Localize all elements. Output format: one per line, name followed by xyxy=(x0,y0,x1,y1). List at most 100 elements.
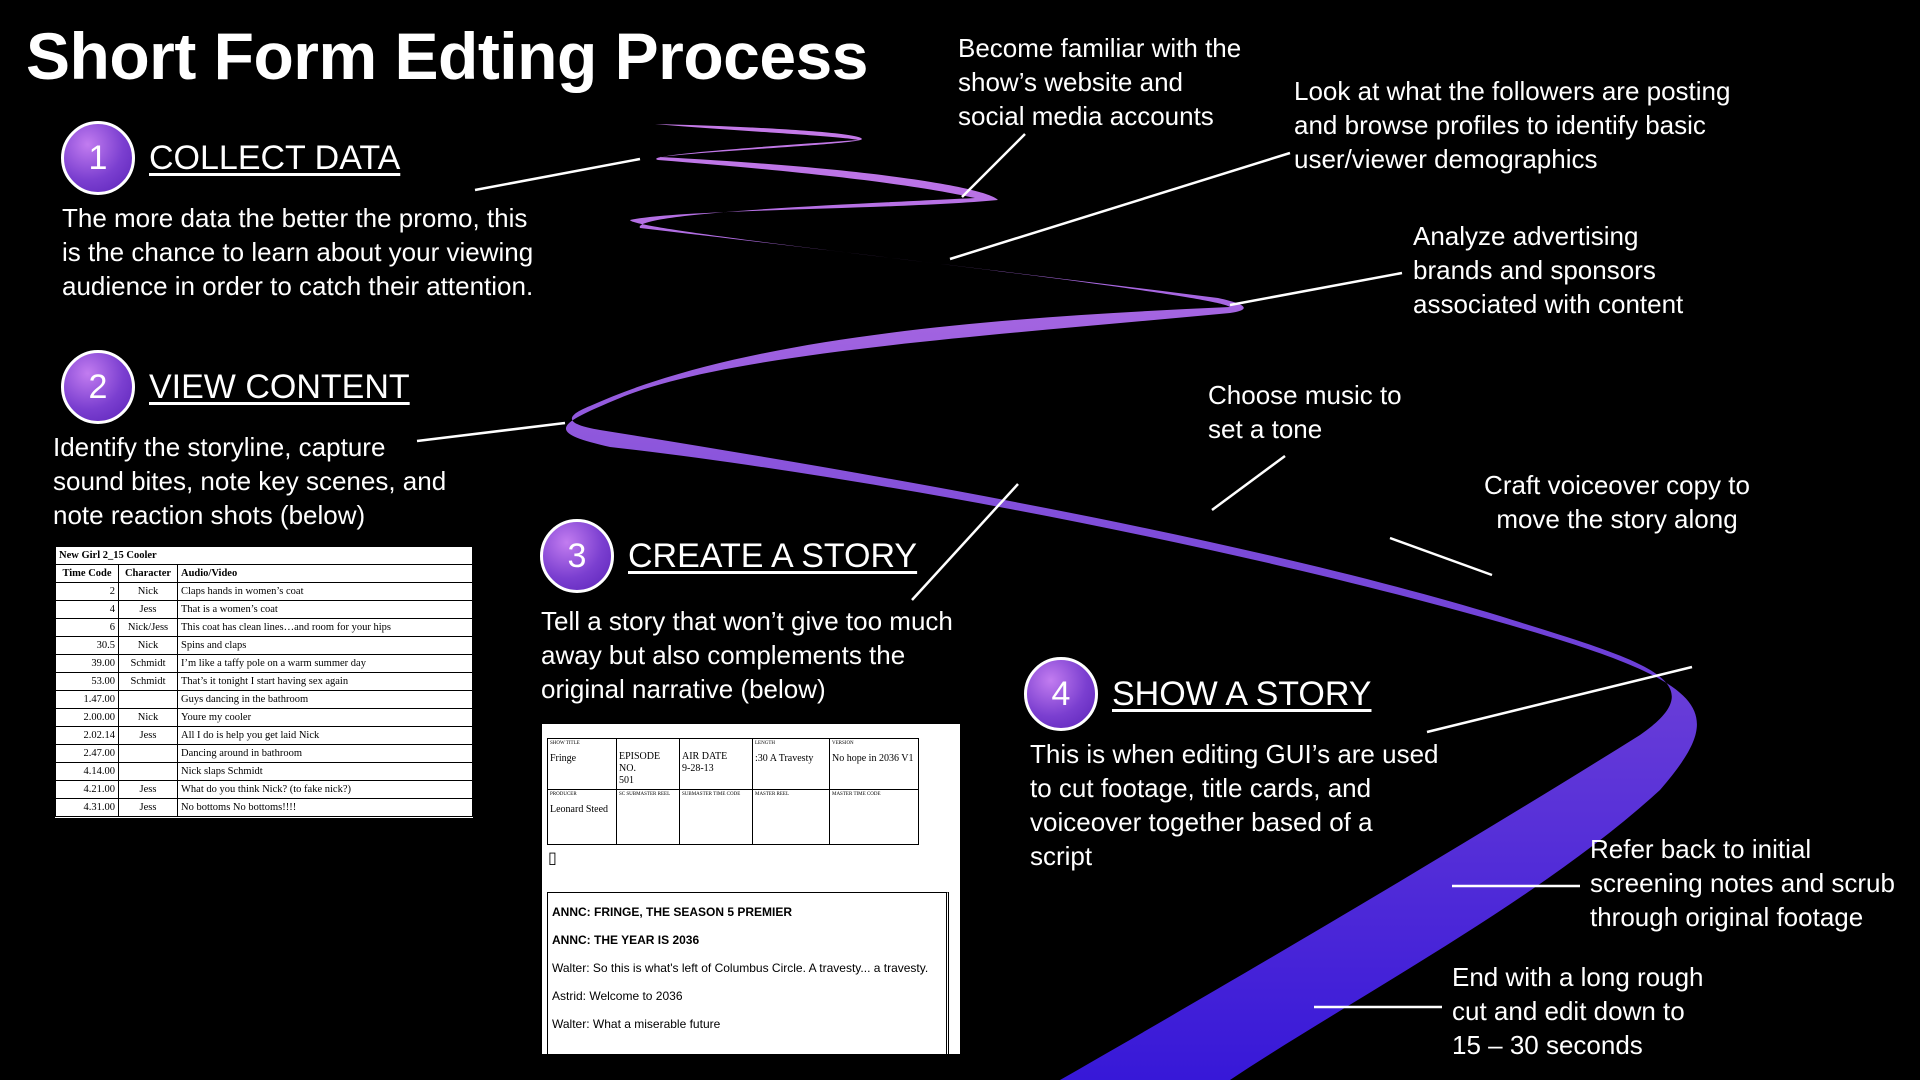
field-label: MASTER TIME CODE xyxy=(832,792,881,797)
connector-music xyxy=(1211,454,1286,512)
character-cell: Nick xyxy=(118,636,178,655)
show-title: Fringe xyxy=(550,753,577,764)
field-label: AIR DATE xyxy=(682,751,728,762)
character-cell: Jess xyxy=(118,780,178,799)
character-cell: Jess xyxy=(118,600,178,619)
character-cell: Schmidt xyxy=(118,672,178,691)
air-date: 9-28-13 xyxy=(682,763,714,774)
step-create-story: 3 CREATE A STORY xyxy=(540,519,917,593)
time-code-cell: 2 xyxy=(55,582,119,601)
time-code-cell: 4 xyxy=(55,600,119,619)
step-title: VIEW CONTENT xyxy=(149,367,410,406)
audio-video-cell: Nick slaps Schmidt xyxy=(177,762,473,781)
note-familiar: Become familiar with the show’s website … xyxy=(958,33,1242,131)
step-collect-data: 1 COLLECT DATA xyxy=(61,121,400,195)
character-cell: Nick xyxy=(118,582,178,601)
time-code-cell: 2.47.00 xyxy=(55,744,119,763)
connector-show-story xyxy=(1426,665,1693,734)
audio-video-cell: Spins and claps xyxy=(177,636,473,655)
audio-video-cell: That is a women’s coat xyxy=(177,600,473,619)
character-cell xyxy=(118,690,178,709)
time-code-cell: 39.00 xyxy=(55,654,119,673)
placeholder-glyph: ▯ xyxy=(548,850,557,867)
time-code-cell: 1.47.00 xyxy=(55,690,119,709)
audio-video-cell: That’s it tonight I start having sex aga… xyxy=(177,672,473,691)
table-row: 2.47.00 Dancing around in bathroom xyxy=(55,744,473,763)
column-header: Time Code xyxy=(55,564,119,583)
page-title: Short Form Edting Process xyxy=(26,19,868,93)
connector-collect-data xyxy=(474,157,641,192)
step-number: 2 xyxy=(61,350,135,424)
time-code-cell: 4.21.00 xyxy=(55,780,119,799)
field-label: LENGTH xyxy=(755,741,775,746)
script-text-box: ANNC: FRINGE, THE SEASON 5 PREMIER ANNC: … xyxy=(547,892,949,1054)
audio-video-cell: No bottoms No bottoms!!!! xyxy=(177,798,473,817)
audio-video-cell: Guys dancing in the bathroom xyxy=(177,690,473,709)
character-cell: Jess xyxy=(118,726,178,745)
step-title: SHOW A STORY xyxy=(1112,674,1372,713)
character-cell: Jess xyxy=(118,798,178,817)
connector-followers xyxy=(949,151,1291,261)
connector-voiceover xyxy=(1389,536,1493,577)
step-title: COLLECT DATA xyxy=(149,138,401,177)
screening-notes-image: New Girl 2_15 Cooler Time Code Character… xyxy=(55,546,473,818)
screening-notes-table: New Girl 2_15 Cooler Time Code Character… xyxy=(55,546,473,817)
audio-video-cell: All I do is help you get laid Nick xyxy=(177,726,473,745)
field-label: SUBMASTER TIME CODE xyxy=(682,792,741,797)
field-label: PRODUCER xyxy=(550,792,577,797)
script-line: ANNC: THE YEAR IS 2036 xyxy=(552,933,700,947)
step-show-story: 4 SHOW A STORY xyxy=(1024,657,1371,731)
character-cell: Nick xyxy=(118,708,178,727)
step-number: 3 xyxy=(540,519,614,593)
step-description: The more data the better the promo, this… xyxy=(62,203,534,301)
time-code-cell: 6 xyxy=(55,618,119,637)
step-view-content: 2 VIEW CONTENT xyxy=(61,350,410,424)
time-code-cell: 53.00 xyxy=(55,672,119,691)
audio-video-cell: What do you think Nick? (to fake nick?) xyxy=(177,780,473,799)
column-header: Character xyxy=(118,564,178,583)
audio-video-cell: Dancing around in bathroom xyxy=(177,744,473,763)
note-voiceover: Craft voiceover copy to move the story a… xyxy=(1484,470,1750,534)
table-row: 1.47.00 Guys dancing in the bathroom xyxy=(55,690,473,709)
note-followers: Look at what the followers are posting a… xyxy=(1294,76,1731,174)
field-label: SHOW TITLE xyxy=(550,741,580,746)
time-code-cell: 2.00.00 xyxy=(55,708,119,727)
audio-video-cell: This coat has clean lines…and room for y… xyxy=(177,618,473,637)
field-label: VERSION xyxy=(832,741,854,746)
version: No hope in 2036 V1 xyxy=(832,753,914,764)
step-number: 4 xyxy=(1024,657,1098,731)
step-title: CREATE A STORY xyxy=(628,536,918,575)
table-caption: New Girl 2_15 Cooler xyxy=(55,546,473,565)
character-cell: Nick/Jess xyxy=(118,618,178,637)
connector-create-story xyxy=(911,483,1019,601)
audio-video-cell: Claps hands in women’s coat xyxy=(177,582,473,601)
character-cell: Schmidt xyxy=(118,654,178,673)
time-code-cell: 4.14.00 xyxy=(55,762,119,781)
script-line: Walter: What a miserable future xyxy=(552,1017,721,1031)
script-line: ANNC: FRINGE, THE SEASON 5 PREMIER xyxy=(552,905,793,919)
producer: Leonard Steed xyxy=(550,804,609,815)
field-label: SC SUBMASTER REEL xyxy=(619,792,671,797)
table-row: 4.14.00 Nick slaps Schmidt xyxy=(55,762,473,781)
time-code-cell: 2.02.14 xyxy=(55,726,119,745)
length: :30 A Travesty xyxy=(755,753,814,764)
connector-familiar xyxy=(961,133,1026,198)
audio-video-cell: Youre my cooler xyxy=(177,708,473,727)
time-code-cell: 4.31.00 xyxy=(55,798,119,817)
road-body xyxy=(565,124,1697,1080)
field-label: MASTER REEL xyxy=(755,792,790,797)
step-description: Tell a story that won’t give too much aw… xyxy=(541,606,953,704)
